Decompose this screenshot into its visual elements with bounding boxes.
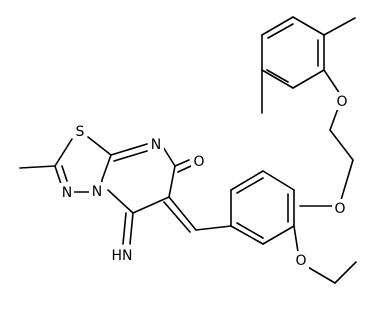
label-s: S <box>73 122 87 140</box>
label-n-ring: N <box>148 135 164 153</box>
oxygen-ethoxy-label: O <box>295 253 306 269</box>
bond-imine-double <box>122 212 127 245</box>
label-o-phenoxy: O <box>334 92 350 110</box>
imine-nh-label: HN <box>112 248 133 264</box>
label-o-carbonyl: O <box>191 152 207 170</box>
bond-ch2-o-lower <box>340 159 354 201</box>
bond-ch-c6 <box>168 196 197 231</box>
bond-ring-o-ethoxy <box>293 225 299 253</box>
sulfur-atom-label: S <box>76 124 85 140</box>
nitrogen-ring-label: N <box>151 137 161 153</box>
methyl-top <box>323 17 356 36</box>
bond-carbonyl-double <box>177 165 192 173</box>
bond-ch-c6-double <box>163 201 191 233</box>
oxygen-phenoxy-label: O <box>336 94 347 110</box>
nitrogen-triazole-left-label: N <box>62 185 72 201</box>
bond-o-ch2-ethoxy <box>305 265 336 284</box>
benzylidene-ring <box>230 170 295 245</box>
pyrimidine-ring <box>101 143 176 214</box>
label-o-ethoxy: O <box>293 251 309 269</box>
bond-carbonyl <box>174 159 190 167</box>
label-hn: HN <box>108 246 136 264</box>
nitrogen-triazole-right-label: N <box>92 184 102 200</box>
bond-aryl-o <box>323 69 341 95</box>
bond-ch2-ch2 <box>329 129 354 161</box>
oxygen-carbonyl-label: O <box>193 154 204 170</box>
label-n-triazole-right: N <box>89 182 105 200</box>
methyl-thiadiazole <box>19 165 56 169</box>
bond-imine <box>129 212 134 245</box>
label-n-triazole-left: N <box>60 183 74 201</box>
oxygen-aryl-ether-label: O <box>334 201 345 217</box>
dimethylphenyl-ring <box>261 16 325 89</box>
label-o-aryl: O <box>332 199 348 217</box>
bond-ethyl <box>334 261 357 284</box>
bond-ring-ch <box>195 225 232 231</box>
